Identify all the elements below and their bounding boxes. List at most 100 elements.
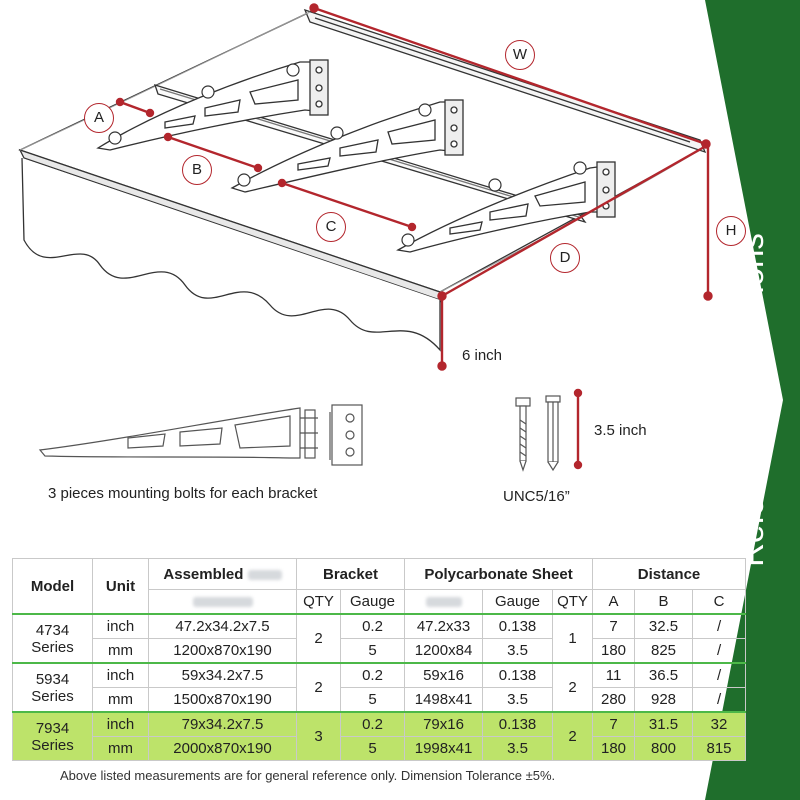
subheader-sheet-qty: QTY xyxy=(552,589,594,615)
table-footnote: Above listed measurements are for genera… xyxy=(60,768,556,783)
drop-height-label: 6 inch xyxy=(462,347,503,364)
distance-c-cell: / xyxy=(692,613,747,639)
distance-a-cell: 7 xyxy=(592,613,636,639)
banner-title: Reference Dimensions xyxy=(733,233,770,567)
table-header-row: Model Unit Assembled Bracket Polycarbona… xyxy=(12,558,747,615)
table-row: mm 1500x870x190 5 1498x41 3.5 280 928 / xyxy=(13,687,747,713)
sheet-size-cell: 1998x41 xyxy=(404,736,484,761)
distance-c-cell: 815 xyxy=(692,736,747,761)
lag-bolt-icon xyxy=(515,397,531,472)
model-number: 5934 xyxy=(35,670,70,688)
sheet-qty-cell: 2 xyxy=(552,711,594,761)
bracket-side-view xyxy=(38,407,318,459)
distance-b-cell: 32.5 xyxy=(634,613,694,639)
bolt-spec-label: UNC5/16” xyxy=(503,488,570,505)
sheet-qty-cell: 1 xyxy=(552,613,594,664)
bracket-gauge-cell: 5 xyxy=(339,736,406,761)
mount-bolts xyxy=(108,63,587,247)
redacted-text xyxy=(192,597,253,608)
header-bracket: Bracket xyxy=(295,558,406,590)
sheet-gauge-cell: 0.138 xyxy=(482,711,554,737)
sheet-size-cell: 1498x41 xyxy=(404,687,484,713)
header-assembled-text: Assembled xyxy=(163,565,244,583)
header-polycarbonate: Polycarbonate Sheet xyxy=(404,558,594,590)
subheader-bracket-qty: QTY xyxy=(296,589,341,615)
sheet-gauge-cell: 0.138 xyxy=(482,613,554,639)
bracket-gauge-cell: 0.2 xyxy=(339,662,406,688)
sheet-size-cell: 79x16 xyxy=(404,711,484,737)
assembled-cell: 59x34.2x7.5 xyxy=(148,662,297,688)
distance-b-cell: 36.5 xyxy=(634,662,694,688)
awning-assembly-drawing xyxy=(18,3,713,472)
sheet-gauge-cell: 3.5 xyxy=(482,736,554,761)
model-number: 4734 xyxy=(35,621,70,639)
table-row-highlighted: mm 2000x870x190 5 1998x41 3.5 180 800 81… xyxy=(13,736,747,761)
header-distance: Distance xyxy=(592,558,747,590)
table-row: mm 1200x870x190 5 1200x84 3.5 180 825 / xyxy=(13,638,747,664)
bracket-middle xyxy=(230,99,464,193)
bolt-caption: 3 pieces mounting bolts for each bracket xyxy=(48,485,318,502)
bracket-left xyxy=(96,59,329,151)
distance-b-cell: 928 xyxy=(634,687,694,713)
subheader-b: B xyxy=(634,589,694,615)
distance-a-cell: 180 xyxy=(592,736,636,761)
bracket-gauge-cell: 0.2 xyxy=(339,711,406,737)
reference-banner xyxy=(705,0,800,800)
assembled-cell: 47.2x34.2x7.5 xyxy=(148,613,297,639)
distance-b-cell: 31.5 xyxy=(634,711,694,737)
dimension-d-marker: D xyxy=(550,243,580,273)
model-series: Series xyxy=(31,736,74,754)
sheet-gauge-cell: 0.138 xyxy=(482,662,554,688)
subheader-sheet-redacted xyxy=(404,589,484,615)
unit-cell: mm xyxy=(92,687,149,713)
anchor-bolt-icon xyxy=(545,395,561,472)
header-unit: Unit xyxy=(92,558,149,615)
subheader-assembled-redacted xyxy=(148,589,297,615)
unit-cell: inch xyxy=(92,711,149,737)
assembled-cell: 1200x870x190 xyxy=(148,638,297,664)
assembled-cell: 1500x870x190 xyxy=(148,687,297,713)
sheet-size-cell: 1200x84 xyxy=(404,638,484,664)
sheet-gauge-cell: 3.5 xyxy=(482,638,554,664)
sheet-size-cell: 47.2x33 xyxy=(404,613,484,639)
dimension-lines xyxy=(115,3,713,470)
model-number: 7934 xyxy=(35,719,70,737)
distance-a-cell: 11 xyxy=(592,662,636,688)
unit-cell: inch xyxy=(92,662,149,688)
header-assembled: Assembled xyxy=(148,558,297,590)
dimension-c-marker: C xyxy=(316,212,346,242)
model-series: Series xyxy=(31,687,74,705)
dimension-a-marker: A xyxy=(84,103,114,133)
sheet-qty-cell: 2 xyxy=(552,662,594,713)
distance-b-cell: 800 xyxy=(634,736,694,761)
bracket-gauge-cell: 0.2 xyxy=(339,613,406,639)
distance-b-cell: 825 xyxy=(634,638,694,664)
distance-c-cell: / xyxy=(692,638,747,664)
bolt-length-label: 3.5 inch xyxy=(594,422,647,439)
subheader-bracket-gauge: Gauge xyxy=(339,589,406,615)
bracket-qty-cell: 3 xyxy=(296,711,341,761)
model-series: Series xyxy=(31,638,74,656)
assembled-cell: 2000x870x190 xyxy=(148,736,297,761)
bracket-qty-cell: 2 xyxy=(296,662,341,713)
distance-a-cell: 7 xyxy=(592,711,636,737)
bracket-gauge-cell: 5 xyxy=(339,638,406,664)
dimension-w-marker: W xyxy=(505,40,535,70)
subheader-c: C xyxy=(692,589,747,615)
distance-c-cell: / xyxy=(692,662,747,688)
distance-c-cell: / xyxy=(692,687,747,713)
subheader-a: A xyxy=(592,589,636,615)
bracket-qty-cell: 2 xyxy=(296,613,341,664)
unit-cell: inch xyxy=(92,613,149,639)
distance-c-cell: 32 xyxy=(692,711,747,737)
unit-cell: mm xyxy=(92,736,149,761)
sheet-size-cell: 59x16 xyxy=(404,662,484,688)
dimension-b-marker: B xyxy=(182,155,212,185)
distance-a-cell: 280 xyxy=(592,687,636,713)
table-subheader-row: QTY Gauge Gauge QTY A B C xyxy=(13,589,747,615)
